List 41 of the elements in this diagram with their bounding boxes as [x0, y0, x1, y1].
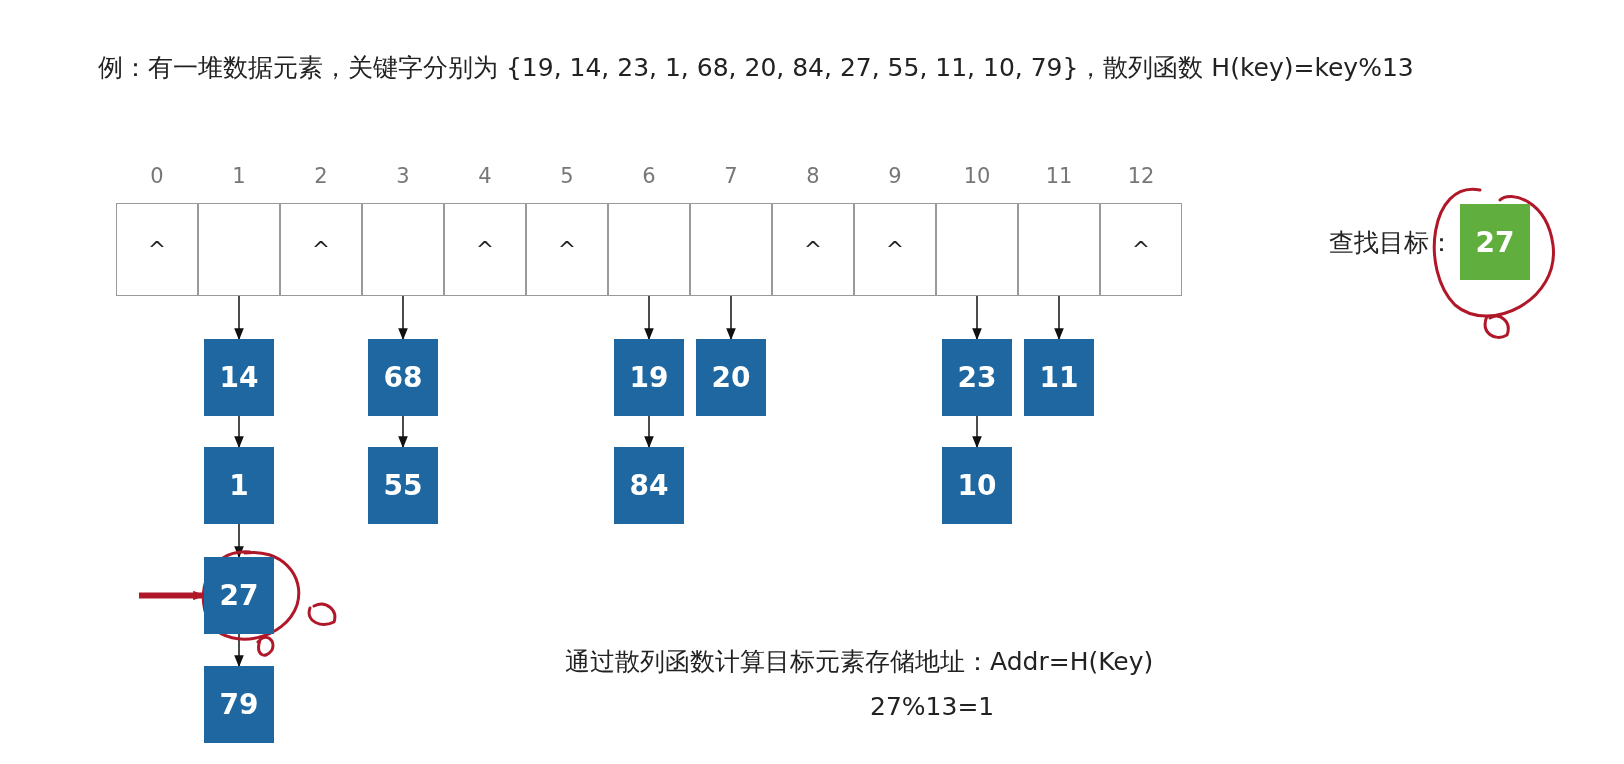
list-node-box: 84	[614, 447, 684, 524]
arrow	[234, 295, 244, 341]
list-node-box: 68	[368, 339, 438, 416]
list-node-box: 23	[942, 339, 1012, 416]
formula-text: 27%13=1	[870, 692, 995, 721]
title: 例：有一堆数据元素，关键字分别为 {19, 14, 23, 1, 68, 20, 84, 27, 55, 11, 10, 79}，散列函数 H(key)=key%13	[98, 52, 1415, 84]
index-number: 4	[477, 164, 493, 188]
list-node-box: 1	[204, 447, 274, 524]
arrow	[972, 415, 982, 449]
arrow	[234, 633, 244, 668]
explanation-text: 通过散列函数计算目标元素存储地址：Addr=H(Key)	[565, 646, 1154, 678]
list-node-box: 19	[614, 339, 684, 416]
arrow	[726, 295, 736, 341]
index-number: 12	[1126, 164, 1156, 188]
index-number: 8	[805, 164, 821, 188]
arrow	[234, 523, 244, 559]
index-number: 11	[1044, 164, 1074, 188]
index-number: 1	[231, 164, 247, 188]
list-node-box: 27	[204, 557, 274, 634]
index-number: 2	[313, 164, 329, 188]
index-number: 5	[559, 164, 575, 188]
list-node-box: 20	[696, 339, 766, 416]
list-node-box: 79	[204, 666, 274, 743]
index-number: 3	[395, 164, 411, 188]
list-node-box: 14	[204, 339, 274, 416]
index-number: 6	[641, 164, 657, 188]
index-number: 0	[149, 164, 165, 188]
index-number: 7	[723, 164, 739, 188]
index-number: 10	[962, 164, 992, 188]
arrow	[398, 295, 408, 341]
arrow	[1054, 295, 1064, 341]
list-node-box: 11	[1024, 339, 1094, 416]
arrow	[398, 415, 408, 449]
target-label: 查找目标：	[1329, 227, 1454, 259]
arrow	[644, 295, 654, 341]
list-node-box: 55	[368, 447, 438, 524]
arrow	[972, 295, 982, 341]
index-number: 9	[887, 164, 903, 188]
arrow	[644, 415, 654, 449]
list-node-box: 10	[942, 447, 1012, 524]
arrow	[234, 415, 244, 449]
